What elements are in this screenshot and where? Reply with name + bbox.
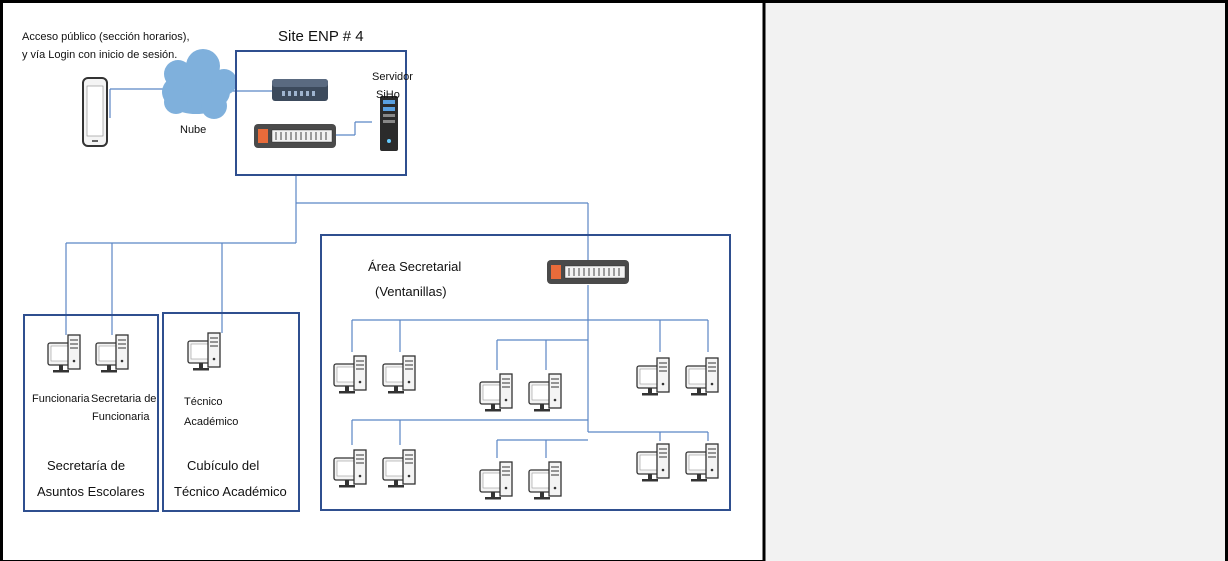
pc-icon	[333, 355, 367, 395]
area-secretarial-box	[320, 234, 731, 511]
cubiculo-line1: Cubículo del	[187, 458, 259, 473]
pc-icon	[382, 449, 416, 489]
access-note-line1: Acceso público (sección horarios),	[22, 31, 190, 43]
site-box	[235, 50, 407, 176]
server-icon	[380, 96, 398, 151]
tecnico-line2: Académico	[184, 416, 238, 428]
asuntos-escolares-line1: Secretaría de	[47, 458, 125, 473]
funcionaria-label: Funcionaria	[32, 393, 90, 405]
pc-icon	[685, 443, 719, 483]
access-note-line2: y vía Login con inicio de sesión.	[22, 49, 177, 61]
router-icon	[272, 79, 328, 101]
pc-icon	[333, 449, 367, 489]
pc-icon-secretaria-funcionaria	[95, 334, 129, 374]
site-title: Site ENP # 4	[278, 28, 364, 45]
pc-icon	[528, 373, 562, 413]
pc-icon	[636, 443, 670, 483]
pc-icon-funcionaria	[47, 334, 81, 374]
server-label-line2: SiHo	[376, 89, 400, 101]
pc-icon-tecnico	[187, 332, 221, 372]
tecnico-line1: Técnico	[184, 396, 223, 408]
area-secretarial-line1: Área Secretarial	[368, 259, 461, 274]
cloud-icon	[162, 49, 237, 119]
secretaria-funcionaria-line2: Funcionaria	[92, 411, 150, 423]
area-secretarial-line2: (Ventanillas)	[375, 284, 447, 299]
pc-icon	[479, 461, 513, 501]
server-label-line1: Servidor	[372, 71, 413, 83]
cloud-label: Nube	[180, 124, 206, 136]
pc-icon	[636, 357, 670, 397]
core-switch-icon	[253, 123, 337, 149]
pc-icon	[382, 355, 416, 395]
pc-icon	[479, 373, 513, 413]
pc-icon	[528, 461, 562, 501]
cubiculo-box	[162, 312, 300, 512]
area-switch-icon	[546, 259, 630, 285]
pc-icon	[685, 357, 719, 397]
cubiculo-line2: Técnico Académico	[174, 484, 287, 499]
secretaria-funcionaria-line1: Secretaria de	[91, 393, 156, 405]
mobile-phone-icon	[82, 77, 108, 147]
asuntos-escolares-box	[23, 314, 159, 512]
asuntos-escolares-line2: Asuntos Escolares	[37, 484, 145, 499]
right-panel	[764, 3, 1225, 561]
